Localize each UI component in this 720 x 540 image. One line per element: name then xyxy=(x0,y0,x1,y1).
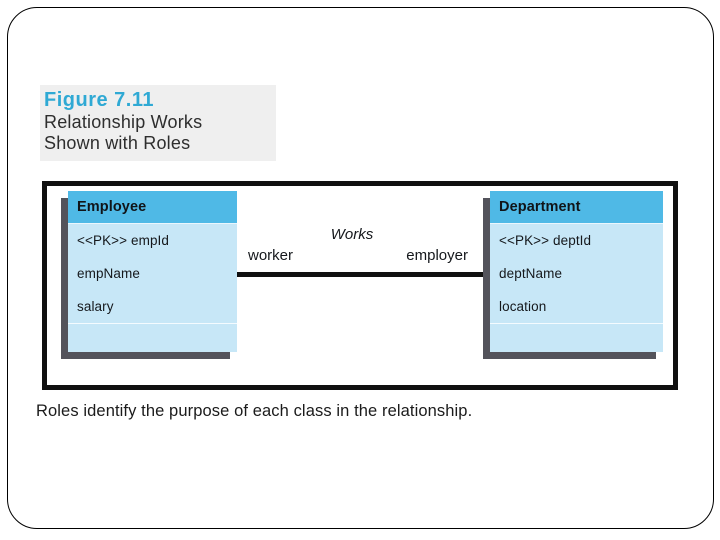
slide-rounded-border xyxy=(7,7,714,529)
role-label-worker: worker xyxy=(248,247,294,264)
class-box-employee: Employee <<PK>> empId empName salary xyxy=(68,191,237,352)
class-header-department: Department xyxy=(490,191,663,224)
class-attribute: salary xyxy=(77,299,114,314)
class-methods-section-empty xyxy=(68,323,237,352)
figure-subtitle-line1: Relationship Works xyxy=(44,112,203,132)
class-attribute: location xyxy=(499,299,547,314)
class-header-employee: Employee xyxy=(68,191,237,224)
figure-title-block: Figure 7.11 Relationship Works Shown wit… xyxy=(40,85,276,161)
class-box-department: Department <<PK>> deptId deptName locati… xyxy=(490,191,663,352)
figure-subtitle-line2: Shown with Roles xyxy=(44,133,191,153)
role-label-employer: employer xyxy=(406,247,468,264)
figure-number-label: Figure 7.11 xyxy=(44,89,154,111)
class-attribute: <<PK>> empId xyxy=(77,233,170,248)
class-attribute: empName xyxy=(77,266,140,281)
caption-text: Roles identify the purpose of each class… xyxy=(36,402,473,420)
association-name-label: Works xyxy=(330,226,374,243)
class-methods-section-empty xyxy=(490,323,663,352)
class-attribute: <<PK>> deptId xyxy=(499,233,592,248)
class-attribute: deptName xyxy=(499,266,563,281)
association-line xyxy=(237,272,485,277)
